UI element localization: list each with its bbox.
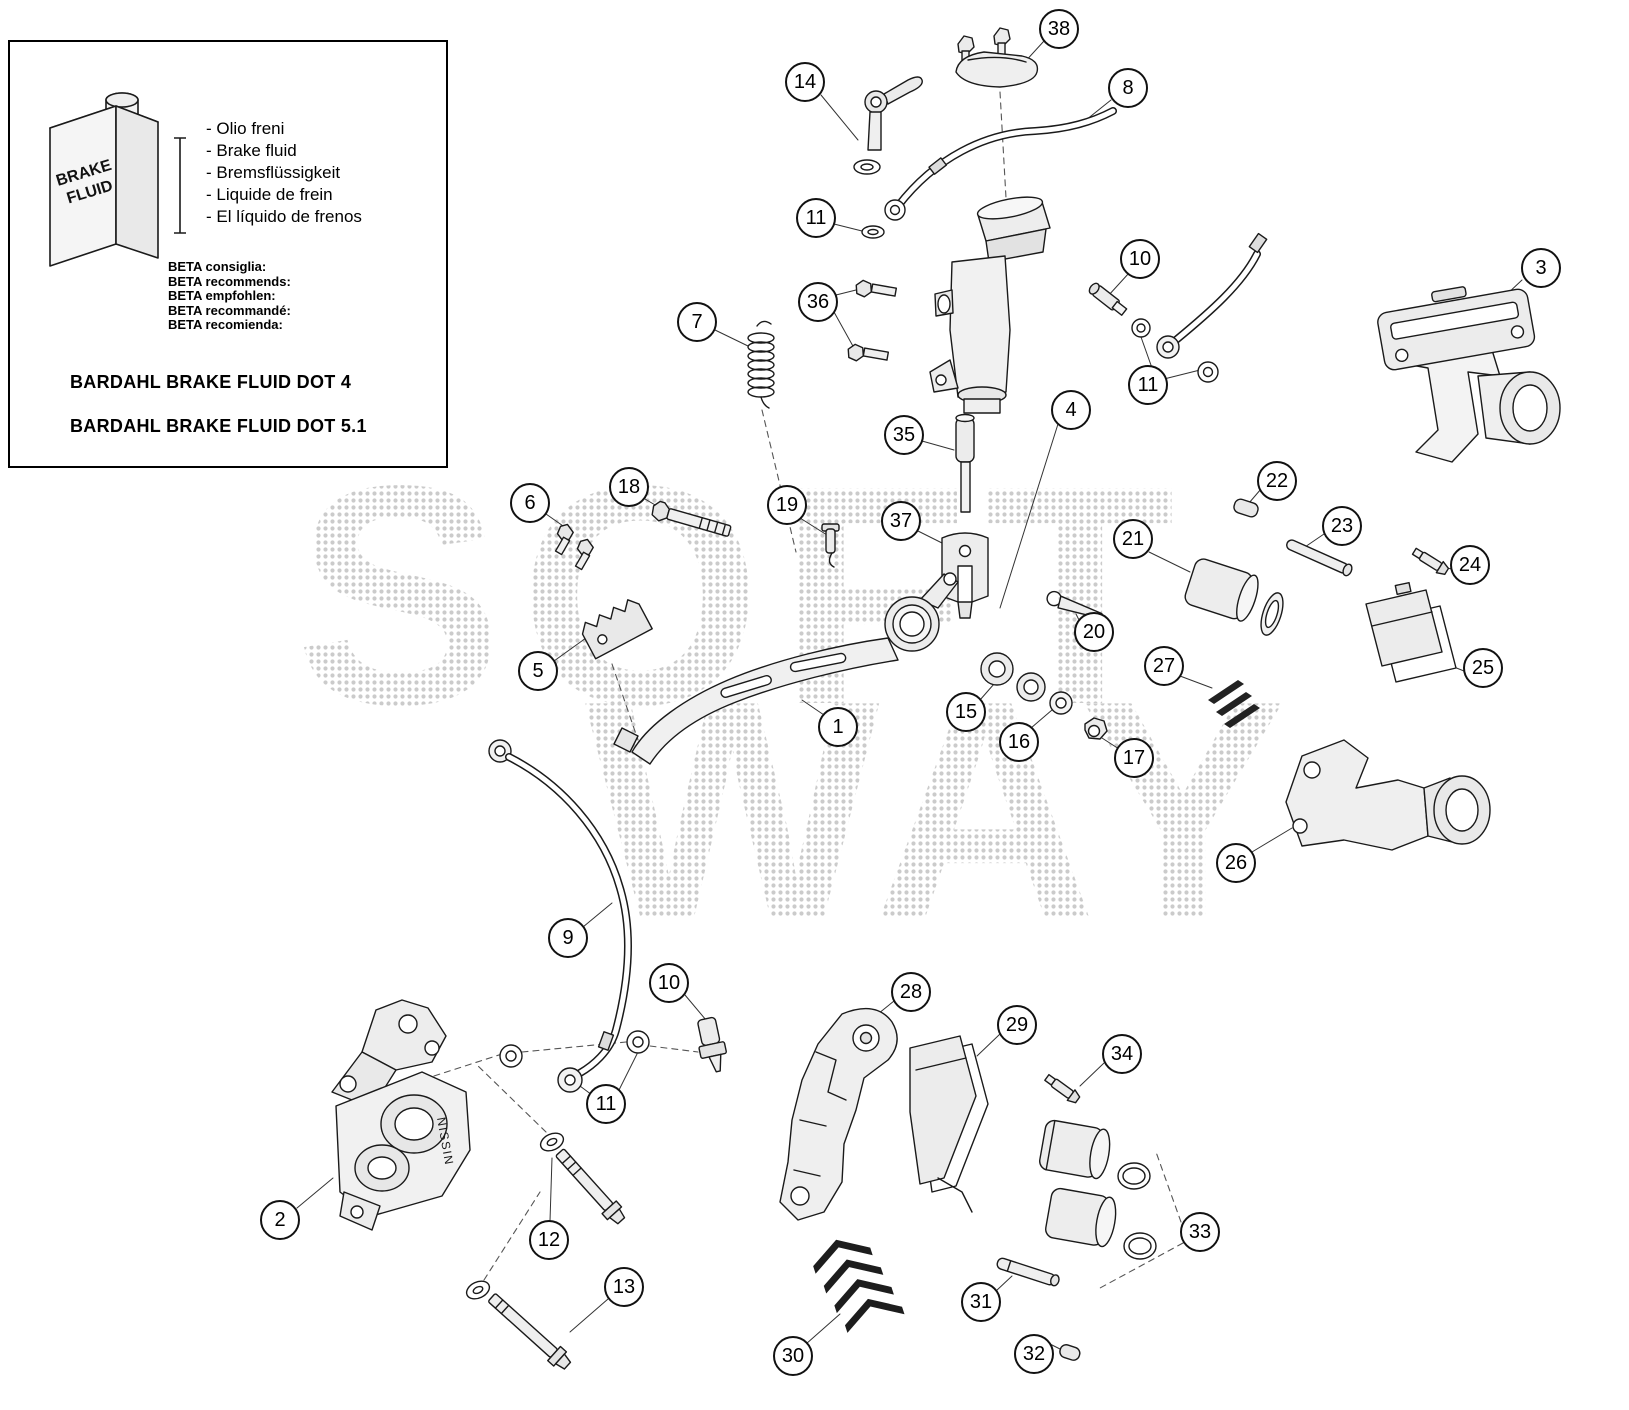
beta-recommendation: BETA recommandé: bbox=[168, 302, 291, 318]
watermark-line1: SOFT bbox=[295, 422, 1191, 770]
pedal-tip-part bbox=[581, 599, 653, 660]
fluid-name: - Liquide de frein bbox=[206, 185, 333, 204]
hose-fitting-parts bbox=[1088, 232, 1268, 383]
sealing-washers-part bbox=[499, 1030, 650, 1068]
rear-brake-hose-part bbox=[884, 107, 1117, 221]
front-brake-hose-part bbox=[488, 739, 632, 1093]
hose-union-part bbox=[697, 1016, 727, 1073]
beta-recommendation-list: BETA consiglia: BETA recommends: BETA em… bbox=[168, 259, 291, 333]
rear-brake-pads-part bbox=[1365, 581, 1457, 683]
pivot-bolt-part bbox=[651, 500, 732, 537]
pad-pin-part bbox=[996, 1257, 1060, 1287]
watermark-line2: WAY bbox=[585, 637, 1297, 985]
beta-recommendation: BETA consiglia: bbox=[168, 259, 267, 274]
front-piston-parts bbox=[1039, 1119, 1157, 1260]
fluid-name: - Brake fluid bbox=[206, 141, 297, 160]
caliper-bolt-lower-part bbox=[465, 1280, 572, 1370]
brake-pedal-part bbox=[613, 572, 959, 765]
brake-fluid-info-box: BRAKE FLUID - Olio freni - Brake fluid -… bbox=[8, 40, 448, 468]
fluid-name-list: - Olio freni - Brake fluid - Bremsflüssi… bbox=[206, 118, 362, 228]
rear-piston-parts bbox=[1184, 498, 1353, 636]
bleed-screw-part bbox=[1411, 547, 1450, 576]
leader-lines bbox=[296, 40, 1523, 1353]
front-brake-pad-part bbox=[909, 1035, 989, 1213]
fluid-name: - Bremsflüssigkeit bbox=[206, 163, 341, 182]
banjo-bolts-part bbox=[847, 279, 898, 362]
brake-fluid-bottle: BRAKE FLUID bbox=[49, 92, 186, 267]
caliper-bolt-upper-part bbox=[539, 1132, 626, 1225]
hose-joint-lever-part bbox=[853, 76, 923, 239]
rear-pad-spring-part bbox=[1208, 660, 1260, 728]
reservoir-cover-part bbox=[955, 27, 1039, 88]
push-rod-part bbox=[955, 413, 975, 513]
front-caliper-part: NISSIN bbox=[331, 999, 471, 1231]
front-bleed-screw-part bbox=[1044, 1073, 1081, 1104]
beta-recommendation: BETA recommends: bbox=[168, 273, 291, 289]
rear-caliper-bracket-part bbox=[1285, 739, 1491, 851]
beta-recommendation: BETA empfohlen: bbox=[168, 288, 276, 304]
clevis-pin-part bbox=[821, 523, 840, 568]
pivot-bushing-parts bbox=[980, 652, 1108, 740]
rear-caliper-part bbox=[1377, 286, 1561, 463]
fluid-name: - El líquido de frenos bbox=[206, 207, 362, 226]
product-name: BARDAHL BRAKE FLUID DOT 5.1 bbox=[70, 416, 367, 436]
product-name: BARDAHL BRAKE FLUID DOT 4 bbox=[70, 372, 352, 392]
rear-master-cylinder-part bbox=[929, 196, 1051, 414]
construction-lines bbox=[433, 91, 1184, 1289]
fluid-name: - Olio freni bbox=[206, 119, 285, 138]
beta-recommendation: BETA recomienda: bbox=[168, 317, 283, 333]
front-pad-spring-part bbox=[813, 1239, 905, 1333]
front-caliper-bracket-part bbox=[779, 1007, 898, 1221]
stop-bolts-part bbox=[554, 523, 594, 571]
return-spring-part bbox=[747, 320, 775, 409]
pin-cap-part bbox=[1059, 1344, 1081, 1361]
watermark: SOFT WAY bbox=[295, 422, 1297, 985]
recommended-product-list: BARDAHL BRAKE FLUID DOT 4 BARDAHL BRAKE … bbox=[70, 360, 367, 448]
